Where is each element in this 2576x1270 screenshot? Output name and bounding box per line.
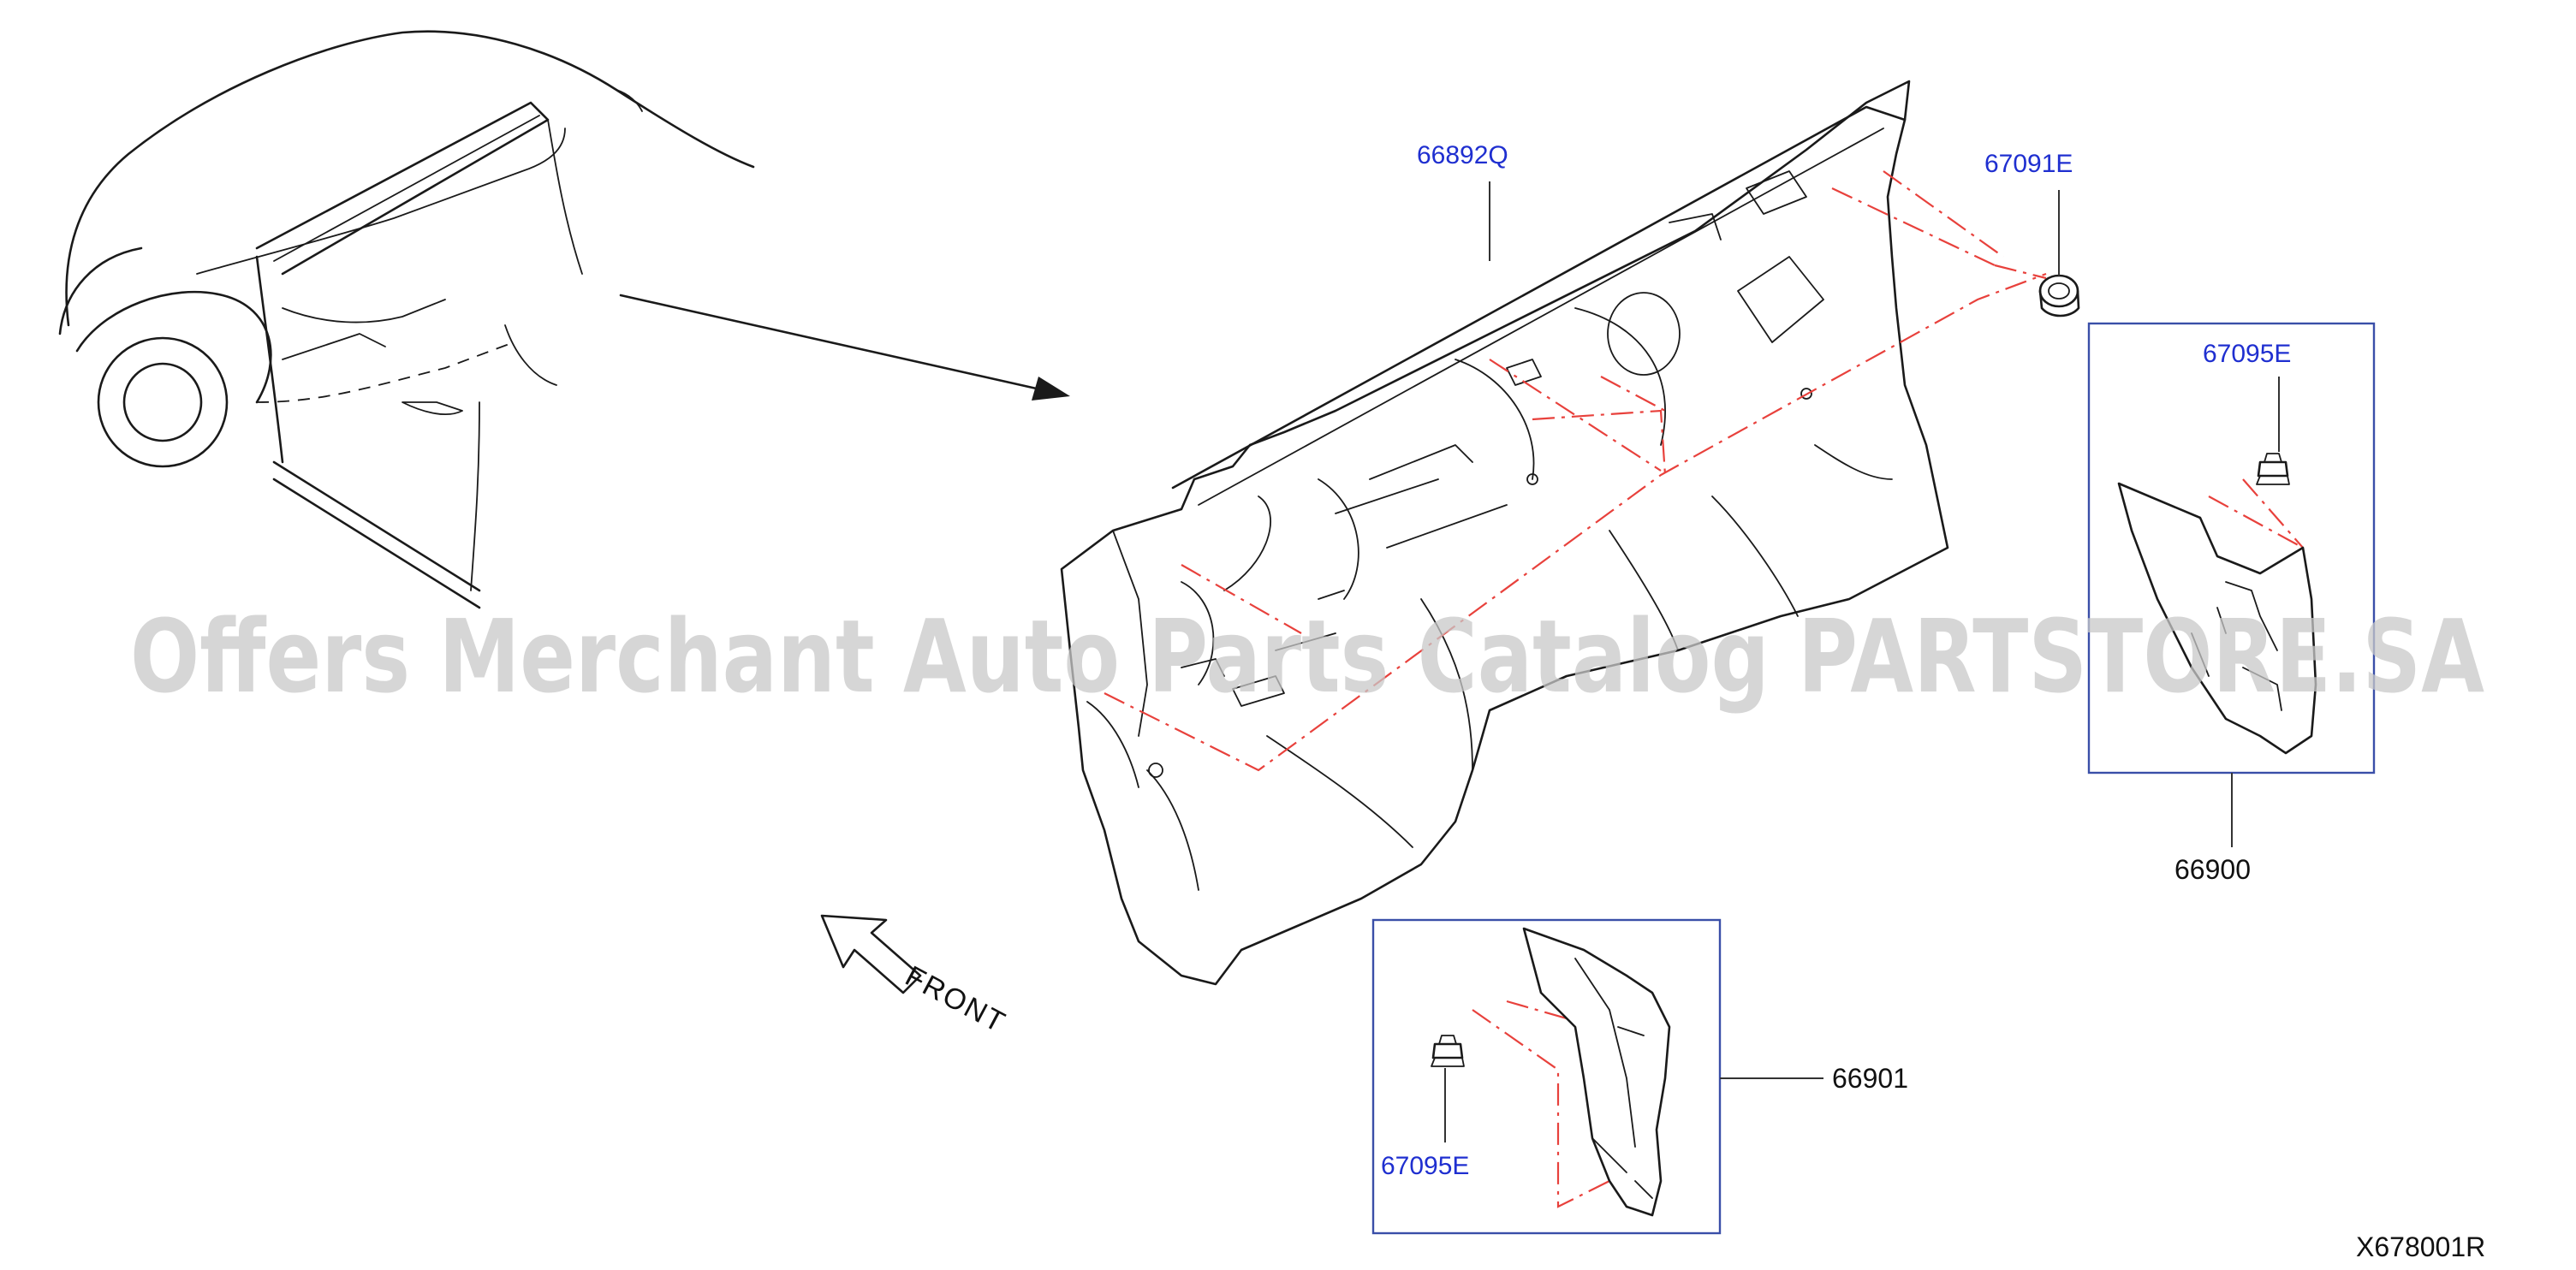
label-66901: 66901 (1832, 1063, 1908, 1094)
label-67091e: 67091E (1984, 150, 2073, 178)
front-outline-arrow-icon (820, 914, 922, 994)
front-label: FRONT (900, 960, 1011, 1040)
watermark: Offers Merchant Auto Parts Catalog PARTS… (130, 597, 2484, 715)
label-67095e-left: 67095E (1381, 1152, 1469, 1180)
side-panel-66901 (1522, 927, 1671, 1217)
car-silhouette-icon (58, 30, 755, 609)
clip-67095e-left (1431, 1035, 1465, 1067)
label-66892q: 66892Q (1417, 141, 1508, 169)
clip-67095e-right (2256, 453, 2290, 485)
box-66901 (1371, 918, 1722, 1235)
side-panel-66900 (2117, 482, 2317, 755)
label-66900: 66900 (2174, 854, 2251, 885)
dash-insulator-panel (1060, 80, 1949, 986)
label-67095e-right: 67095E (2203, 340, 2291, 368)
direction-arrow-icon (619, 294, 1070, 401)
diagram-id: X678001R (2356, 1231, 2485, 1262)
leader-lines (1444, 181, 2280, 1142)
grommet-67091e (2038, 274, 2080, 318)
